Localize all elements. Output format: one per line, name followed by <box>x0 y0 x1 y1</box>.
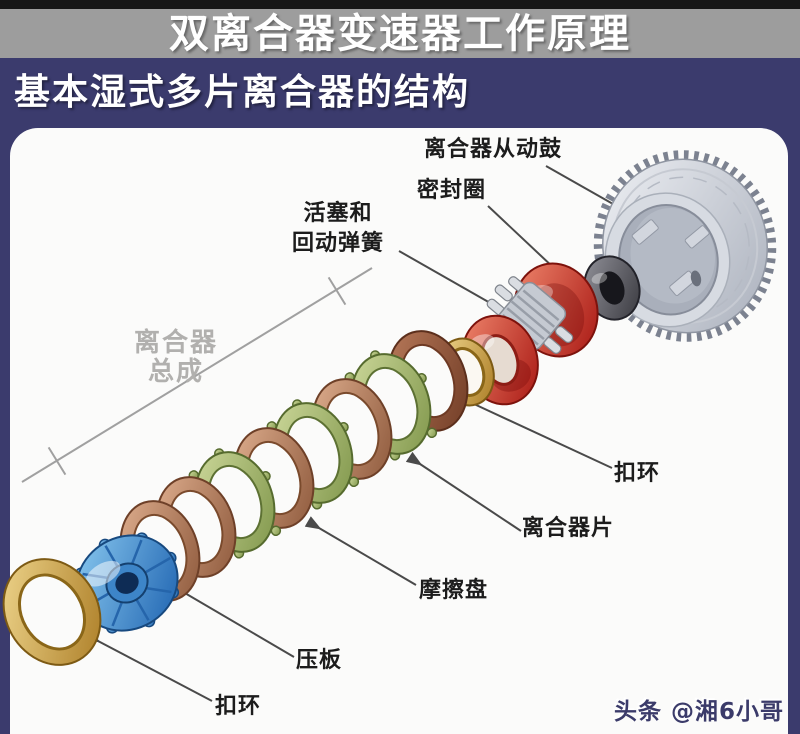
label-friction-disc: 摩擦盘 <box>419 578 489 603</box>
label-pressure-plate: 压板 <box>296 648 343 673</box>
section-subtitle: 基本湿式多片离合器的结构 <box>14 72 471 113</box>
label-clutch-plate: 离合器片 <box>522 516 615 541</box>
main-title: 双离合器变速器工作原理 <box>0 9 800 58</box>
label-seal-ring: 密封圈 <box>417 178 487 203</box>
subtitle-banner: 基本湿式多片离合器的结构 <box>0 58 800 126</box>
label-clutch-drum: 离合器从动鼓 <box>424 137 563 162</box>
label-piston-return-spring: 活塞和 回动弹簧 <box>278 199 398 259</box>
label-assembly-line1: 离合器 <box>133 328 218 358</box>
label-snap-ring-bottom: 扣环 <box>215 694 262 719</box>
label-assembly-line2: 总成 <box>147 357 204 387</box>
label-clutch-assembly: 离合器 总成 <box>130 329 222 387</box>
diagram-frame <box>0 126 800 734</box>
watermark: 头条 @湘6小哥 <box>613 699 784 725</box>
diagram-panel <box>10 128 788 734</box>
top-black-strip <box>0 0 800 9</box>
label-snap-ring-right: 扣环 <box>614 461 661 486</box>
label-piston-line2: 回动弹簧 <box>291 231 384 256</box>
label-piston-line1: 活塞和 <box>303 201 373 226</box>
